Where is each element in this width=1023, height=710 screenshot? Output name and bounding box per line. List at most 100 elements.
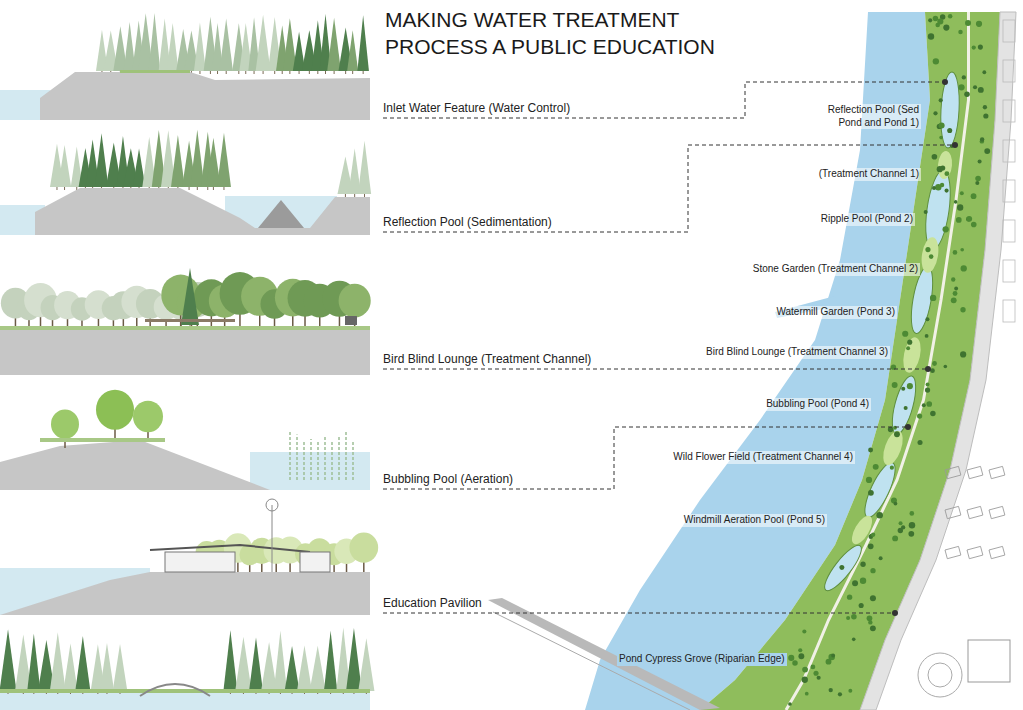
- map-tree: [954, 287, 958, 291]
- map-tree: [810, 665, 815, 670]
- map-tree: [978, 159, 982, 163]
- map-tree: [962, 75, 966, 79]
- map-tree: [971, 222, 977, 228]
- reed: [345, 431, 347, 480]
- treatment-pond: [922, 169, 955, 251]
- map-tree: [894, 502, 898, 506]
- ground-section: [40, 72, 370, 120]
- reed: [352, 441, 354, 480]
- map-tree: [928, 33, 934, 39]
- map-tree: [945, 189, 949, 193]
- title: MAKING WATER TREATMENT PROCESS A PUBLIC …: [385, 6, 785, 61]
- conifer-tree: [324, 631, 337, 691]
- conifer-tree: [171, 135, 185, 187]
- map-tree: [937, 18, 943, 24]
- map-tree: [951, 277, 955, 281]
- map-tree: [960, 248, 964, 252]
- map-tree: [909, 522, 915, 528]
- conifer-tree: [327, 18, 341, 71]
- windmill-rotor: [266, 499, 278, 511]
- map-tree: [960, 191, 964, 195]
- leader-dot: [892, 610, 898, 616]
- ground-section: [35, 188, 370, 235]
- map-tree: [867, 615, 873, 621]
- building: [945, 466, 961, 478]
- conifer-tree: [235, 637, 251, 691]
- map-tree: [802, 677, 808, 683]
- map-tree: [943, 25, 949, 31]
- building: [1003, 20, 1015, 42]
- conifer-tree: [219, 18, 233, 71]
- section-label: Inlet Water Feature (Water Control): [383, 101, 570, 116]
- plaza-ring: [928, 663, 952, 687]
- map-tree: [958, 30, 962, 34]
- section-label: Bubbling Pool (Aeration): [383, 472, 513, 487]
- building: [1003, 140, 1015, 162]
- conifer-tree: [297, 645, 312, 691]
- map-tree: [957, 204, 963, 210]
- arch-bridge: [140, 684, 210, 696]
- map-label: Windmill Aeration Pool (Pond 5): [682, 514, 827, 527]
- map-tree: [978, 87, 984, 93]
- map-tree: [925, 387, 930, 392]
- conifer-tree: [274, 631, 287, 691]
- windmill-pole: [272, 505, 273, 572]
- promenade-path: [786, 12, 969, 710]
- deciduous-tree: [339, 284, 371, 318]
- map-tree: [917, 413, 922, 418]
- building: [1003, 260, 1015, 282]
- treatment-channel: [900, 336, 923, 375]
- ground-section: [0, 330, 370, 375]
- leader-line: [383, 369, 928, 370]
- map-tree: [939, 123, 945, 129]
- map-tree: [894, 431, 900, 437]
- map-tree: [925, 247, 930, 252]
- treatment-channel: [919, 236, 940, 274]
- reed: [296, 435, 298, 480]
- map-tree: [876, 512, 883, 519]
- map-tree: [932, 154, 938, 160]
- map-tree: [873, 464, 879, 470]
- map-tree: [965, 20, 971, 26]
- map-tree: [847, 594, 852, 599]
- map-tree: [918, 440, 923, 445]
- map-tree: [904, 406, 908, 410]
- conifer-tree: [194, 23, 206, 71]
- building: [1003, 180, 1015, 202]
- map-tree: [870, 625, 876, 631]
- building: [967, 546, 983, 558]
- leader-dot: [925, 366, 931, 372]
- map-tree: [943, 226, 949, 232]
- map-tree: [926, 401, 932, 407]
- conifer-tree: [95, 133, 109, 187]
- map-tree: [940, 165, 945, 170]
- stone-pyramid: [258, 200, 304, 228]
- map-tree: [888, 427, 893, 432]
- conifer-tree: [358, 638, 374, 691]
- ground-section: [0, 572, 370, 615]
- map-tree: [951, 297, 957, 303]
- map-label: Ripple Pool (Pond 2): [819, 213, 915, 226]
- map-tree: [851, 614, 857, 620]
- ground-section: [0, 440, 270, 490]
- leader-dot: [942, 79, 948, 85]
- map-label: (Treatment Channel 1): [817, 168, 921, 181]
- map-tree: [953, 291, 958, 296]
- reed: [324, 435, 326, 480]
- map-tree: [859, 603, 864, 608]
- reed: [331, 440, 333, 480]
- map-tree: [798, 653, 804, 659]
- conifer-tree: [27, 634, 40, 691]
- map-tree: [947, 128, 952, 133]
- map-tree: [852, 580, 858, 586]
- map-tree: [852, 638, 856, 642]
- treatment-channel: [937, 150, 953, 179]
- conifer-tree: [75, 636, 90, 691]
- pavilion: [165, 552, 235, 572]
- map-tree: [890, 466, 894, 470]
- map-tree: [982, 70, 986, 74]
- map-tree: [805, 692, 809, 696]
- deciduous-tree: [133, 401, 163, 433]
- leader-line: [383, 145, 955, 232]
